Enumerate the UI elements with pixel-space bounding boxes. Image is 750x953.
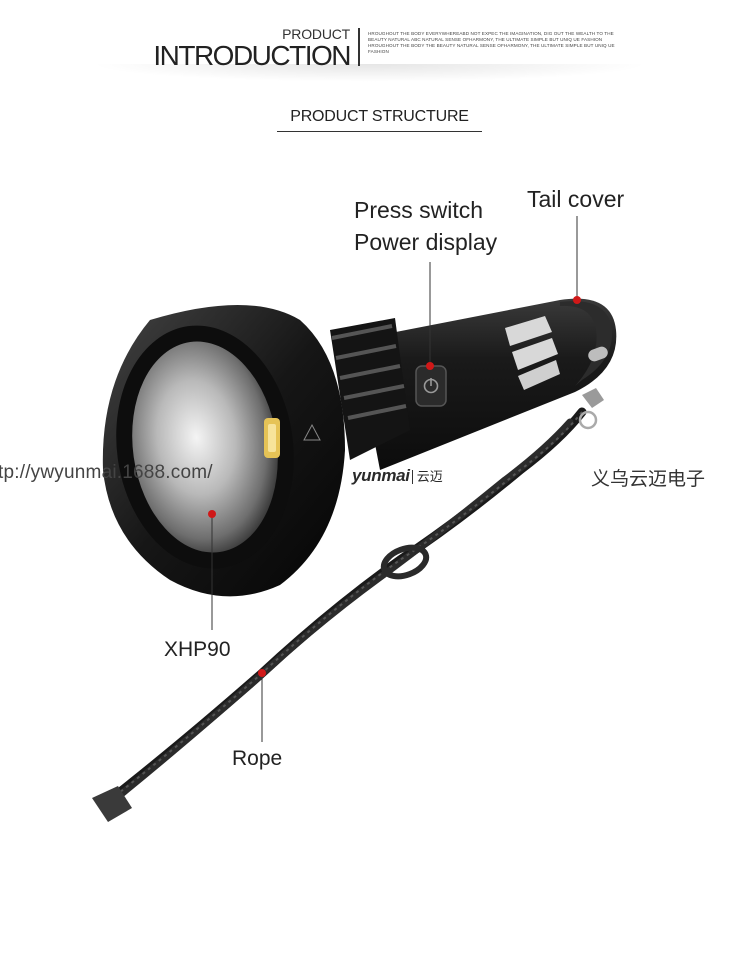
header-title: INTRODUCTION: [153, 40, 351, 71]
power-switch-icon: [415, 365, 447, 407]
header-shadow: [90, 64, 650, 82]
watermark-url: tp://ywyunmai.1688.com/: [0, 462, 213, 483]
watermark-company: 义乌云迈电子: [591, 469, 706, 490]
brand-logo: yunmai 云迈: [352, 466, 443, 486]
header: PRODUCT INTRODUCTION HROUGHOUT THE BODY …: [0, 0, 750, 90]
flashlight-head: [102, 305, 345, 597]
header-divider: [358, 28, 360, 66]
brand-name: yunmai: [352, 466, 410, 485]
pointer-dot-switch: [426, 362, 434, 370]
label-power-display: Power display: [354, 229, 498, 255]
pointer-dot-led: [208, 510, 216, 518]
led-emitter-icon: [264, 418, 280, 458]
label-tail-cover: Tail cover: [527, 186, 625, 212]
label-press-switch: Press switch: [354, 197, 484, 223]
section-title: PRODUCT STRUCTURE: [290, 108, 469, 125]
label-led: XHP90: [164, 638, 231, 661]
section-title-underline: [277, 131, 482, 132]
header-blurb: HROUGHOUT THE BODY EVERYWHEREABD NOT EXP…: [368, 31, 615, 54]
pointer-dot-rope: [258, 669, 266, 677]
lanyard-rope: [92, 388, 604, 822]
flashlight-body: [330, 298, 617, 470]
pointer-dot-tail: [573, 296, 581, 304]
label-rope: Rope: [232, 747, 283, 770]
brand-separator: [411, 469, 413, 484]
brand-name-cn: 云迈: [416, 469, 443, 484]
header-kicker: PRODUCT: [282, 26, 350, 42]
pointer-lines: [208, 216, 581, 742]
